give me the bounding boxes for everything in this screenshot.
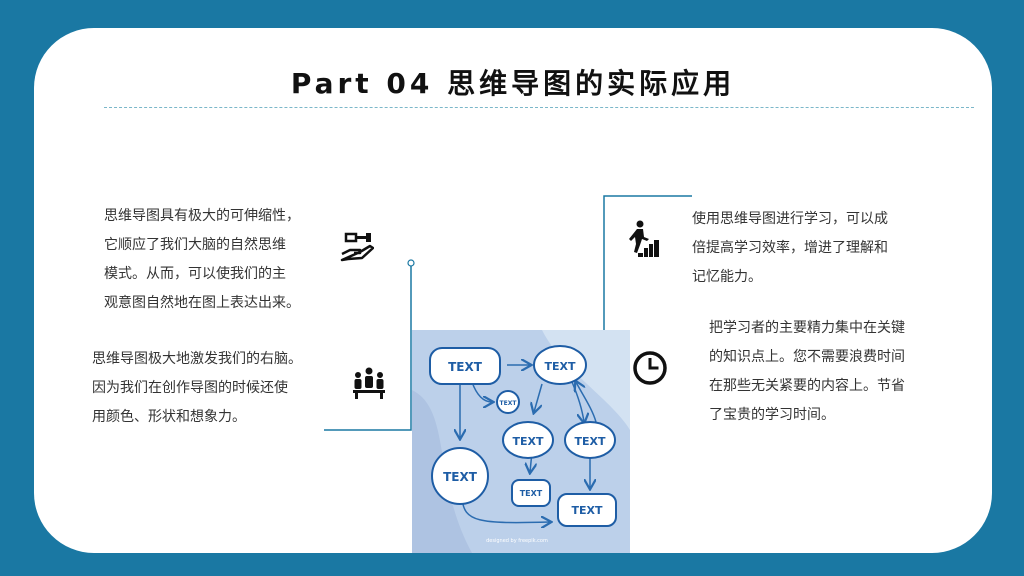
text-block-focus: 把学习者的主要精力集中在关键 的知识点上。您不需要浪费时间 在那些无关紧要的内容… xyxy=(709,314,927,430)
mindmap-illustration: TEXT TEXT TEXT TEXT TEXT TEXT TEXT TEXT … xyxy=(412,330,630,553)
text-line: 记忆能力。 xyxy=(692,269,762,285)
page-title: Part 04 思维导图的实际应用 xyxy=(290,67,736,100)
mindmap-node xyxy=(502,421,554,459)
mindmap-node xyxy=(511,479,551,507)
text-line: 思维导图具有极大的可伸缩性， xyxy=(104,208,300,224)
text-line: 因为我们在创作导图的时候还使 xyxy=(92,380,288,396)
clock-icon xyxy=(633,351,667,385)
image-credit: designed by freepik.com xyxy=(486,538,548,544)
hand-holding-key-icon xyxy=(340,232,374,262)
mindmap-node xyxy=(564,421,616,459)
text-line: 它顺应了我们大脑的自然思维 xyxy=(104,237,286,253)
text-block-scalability: 思维导图具有极大的可伸缩性， 它顺应了我们大脑的自然思维 模式。从而，可以使我们… xyxy=(104,202,314,318)
mindmap-node xyxy=(496,390,520,414)
node-label: TEXT xyxy=(500,400,518,407)
node-label: TEXT xyxy=(574,435,605,448)
node-label: TEXT xyxy=(448,360,483,374)
mindmap-node xyxy=(431,447,489,505)
mindmap-node xyxy=(429,347,501,385)
text-block-efficiency: 使用思维导图进行学习，可以成 倍提高学习效率，增进了理解和 记忆能力。 xyxy=(692,205,917,292)
text-line: 思维导图极大地激发我们的右脑。 xyxy=(92,351,302,367)
node-label: TEXT xyxy=(443,470,478,484)
mindmap-canvas: TEXT TEXT TEXT TEXT TEXT TEXT TEXT TEXT … xyxy=(412,330,630,553)
text-line: 观意图自然地在图上表达出来。 xyxy=(104,295,300,311)
climbing-stairs-icon xyxy=(629,220,659,257)
node-label: TEXT xyxy=(512,435,543,448)
text-line: 倍提高学习效率，增进了理解和 xyxy=(692,240,888,256)
node-label: TEXT xyxy=(544,360,575,373)
text-line: 用颜色、形状和想象力。 xyxy=(92,409,246,425)
mindmap-node xyxy=(533,345,587,385)
text-line: 模式。从而，可以使我们的主 xyxy=(104,266,286,282)
text-line: 把学习者的主要精力集中在关键 xyxy=(709,320,905,336)
text-line: 在那些无关紧要的内容上。节省 xyxy=(709,378,905,394)
text-block-right-brain: 思维导图极大地激发我们的右脑。 因为我们在创作导图的时候还使 用颜色、形状和想象… xyxy=(92,345,314,432)
people-group-icon xyxy=(353,367,385,399)
node-label: TEXT xyxy=(571,504,602,517)
node-label: TEXT xyxy=(520,489,543,498)
text-line: 了宝贵的学习时间。 xyxy=(709,407,835,423)
slide-card: Part 04 思维导图的实际应用 思维导图具有极大的可伸缩性， 它顺应了我们大… xyxy=(34,28,992,553)
text-line: 使用思维导图进行学习，可以成 xyxy=(692,211,888,227)
text-line: 的知识点上。您不需要浪费时间 xyxy=(709,349,905,365)
title-divider xyxy=(104,107,974,108)
mindmap-node xyxy=(557,493,617,527)
